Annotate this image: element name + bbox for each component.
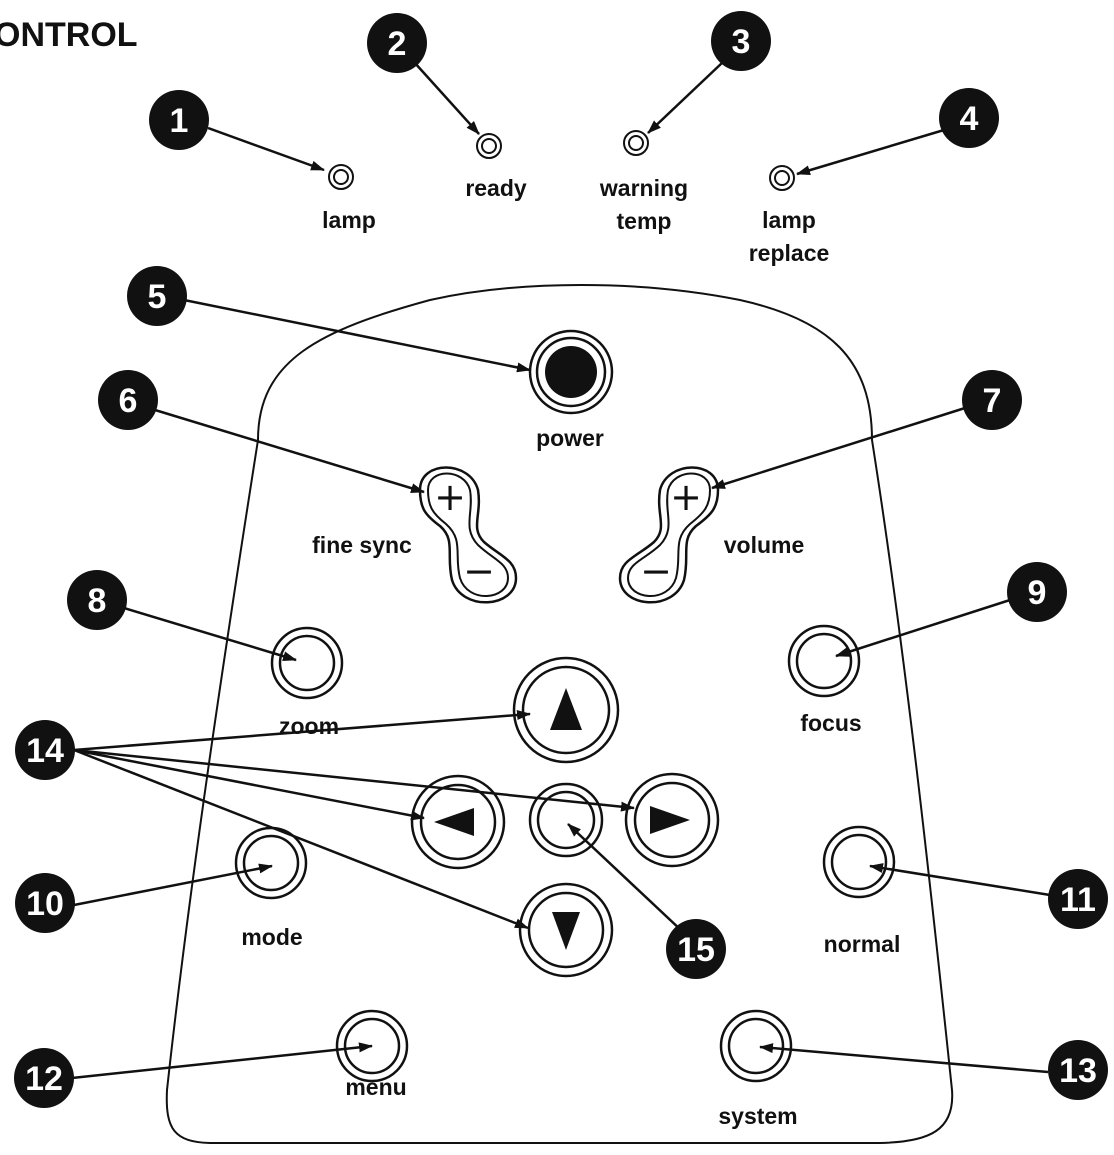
callout-9-text: 9 xyxy=(1028,574,1047,612)
callout-badge-4: 4 xyxy=(939,88,999,148)
left-arrow-button[interactable] xyxy=(410,774,506,870)
left-triangle-icon xyxy=(434,808,474,836)
lamp-indicator xyxy=(328,164,354,190)
leader-1 xyxy=(207,126,325,172)
leader-3 xyxy=(647,61,724,134)
system-button[interactable] xyxy=(719,1009,793,1083)
callout-badge-13: 13 xyxy=(1048,1040,1108,1100)
callout-15-text: 15 xyxy=(677,931,715,969)
leader-7 xyxy=(711,406,966,490)
system-label: system xyxy=(718,1103,797,1129)
volume-minus-icon[interactable]: − xyxy=(640,549,672,593)
lamp-replace-label-line2: replace xyxy=(749,240,830,266)
warning-temp-indicator xyxy=(623,130,649,156)
ready-label: ready xyxy=(465,175,527,201)
callout-badge-15: 15 xyxy=(666,919,726,979)
callout-badge-7: 7 xyxy=(962,370,1022,430)
leader-4 xyxy=(796,128,945,176)
callout-11-text: 11 xyxy=(1060,881,1096,919)
fine-sync-minus-icon[interactable]: − xyxy=(463,549,495,593)
callout-5-text: 5 xyxy=(148,278,167,316)
lamp-label: lamp xyxy=(322,207,376,233)
power-label: power xyxy=(536,425,604,451)
warning-temp-label-line2: temp xyxy=(617,208,672,234)
callout-badges: 1 2 3 4 5 6 7 8 9 10 11 12 13 14 15 xyxy=(14,11,1108,1108)
leader-10 xyxy=(73,863,273,907)
callout-badge-9: 9 xyxy=(1007,562,1067,622)
callout-badge-3: 3 xyxy=(711,11,771,71)
callout-6-text: 6 xyxy=(119,382,138,420)
up-triangle-icon xyxy=(550,688,582,730)
up-arrow-button[interactable] xyxy=(512,656,620,764)
callout-badge-11: 11 xyxy=(1048,869,1108,929)
right-triangle-icon xyxy=(650,806,690,834)
leader-2 xyxy=(413,61,480,135)
mode-button[interactable] xyxy=(234,826,308,900)
callout-3-text: 3 xyxy=(732,23,751,61)
volume-plus-icon[interactable]: + xyxy=(670,475,702,519)
callout-badge-10: 10 xyxy=(15,873,75,933)
normal-button[interactable] xyxy=(822,825,896,899)
ready-indicator xyxy=(476,133,502,159)
leader-6 xyxy=(154,408,425,494)
down-arrow-button[interactable] xyxy=(518,882,614,978)
mode-label: mode xyxy=(241,924,302,950)
volume-rocker[interactable] xyxy=(618,466,720,604)
leader-14b xyxy=(73,748,425,821)
leader-15 xyxy=(567,823,684,933)
leader-13 xyxy=(759,1043,1049,1074)
menu-label: menu xyxy=(345,1074,406,1100)
callout-12-text: 12 xyxy=(25,1060,63,1098)
callout-4-text: 4 xyxy=(960,100,979,138)
callout-badge-5: 5 xyxy=(127,266,187,326)
callout-7-text: 7 xyxy=(983,382,1002,420)
callout-10-text: 10 xyxy=(26,885,64,923)
callout-badge-12: 12 xyxy=(14,1048,74,1108)
normal-label: normal xyxy=(824,931,901,957)
callout-2-text: 2 xyxy=(388,25,407,63)
fine-sync-label: fine sync xyxy=(312,532,412,558)
warning-temp-label-line1: warning xyxy=(599,175,688,201)
leader-14d xyxy=(73,748,529,930)
leader-11 xyxy=(869,863,1051,897)
focus-button[interactable] xyxy=(787,624,861,698)
callout-badge-2: 2 xyxy=(367,13,427,73)
fine-sync-plus-icon[interactable]: + xyxy=(434,475,466,519)
focus-label: focus xyxy=(800,710,861,736)
down-triangle-icon xyxy=(552,912,580,950)
leader-5 xyxy=(183,298,531,373)
callout-1-text: 1 xyxy=(170,102,189,140)
callout-14-text: 14 xyxy=(26,732,64,770)
callout-badge-8: 8 xyxy=(67,570,127,630)
fine-sync-rocker[interactable] xyxy=(418,466,518,604)
leader-14c xyxy=(73,748,635,812)
section-heading: ONTROL xyxy=(0,16,138,54)
leader-12 xyxy=(71,1042,373,1080)
callout-13-text: 13 xyxy=(1059,1052,1097,1090)
zoom-button[interactable] xyxy=(270,626,344,700)
callout-badge-1: 1 xyxy=(149,90,209,150)
leader-14a xyxy=(73,710,531,752)
leader-9 xyxy=(835,598,1011,658)
callout-8-text: 8 xyxy=(88,582,107,620)
callout-badge-14: 14 xyxy=(15,720,75,780)
leader-8 xyxy=(123,606,297,662)
callout-badge-6: 6 xyxy=(98,370,158,430)
lamp-replace-indicator xyxy=(769,165,795,191)
remote-body-outline xyxy=(165,284,954,1144)
zoom-label: zoom xyxy=(279,713,339,739)
lamp-replace-label-line1: lamp xyxy=(762,207,816,233)
leader-lines xyxy=(71,61,1051,1080)
right-arrow-button[interactable] xyxy=(624,772,720,868)
volume-label: volume xyxy=(724,532,805,558)
power-button[interactable] xyxy=(528,329,614,415)
